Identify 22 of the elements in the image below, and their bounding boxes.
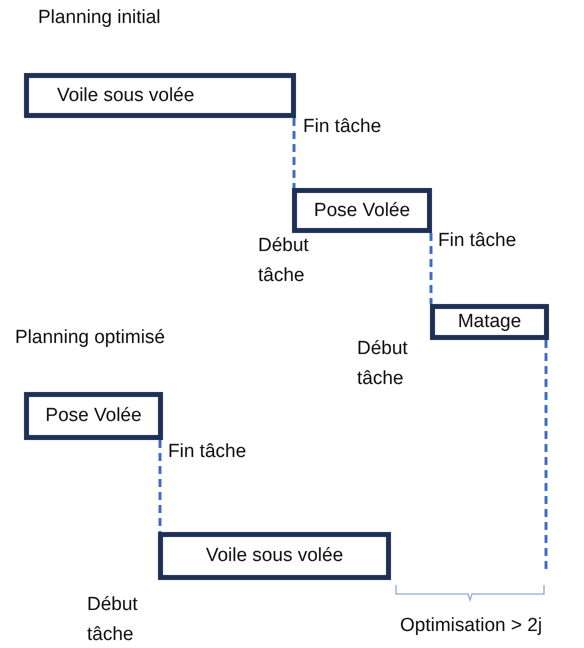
task-name: Pose Volée: [45, 405, 142, 427]
milestone-label: Début tâche: [87, 593, 139, 647]
task-box: [292, 188, 432, 233]
section-heading: Planning initial: [38, 6, 161, 30]
dashed-connector: [292, 118, 296, 188]
task-name: Voile sous volée: [206, 545, 344, 567]
milestone-label: Fin tâche: [168, 440, 246, 464]
milestone-label: Début tâche: [258, 234, 310, 288]
dashed-connector: [158, 440, 162, 532]
milestone-label: Début tâche: [357, 337, 409, 391]
milestone-label: Fin tâche: [303, 115, 382, 139]
dashed-connector: [430, 233, 432, 304]
task-box: [24, 73, 296, 118]
task-name: Voile sous volée: [57, 84, 194, 106]
milestone-label: Fin tâche: [438, 229, 516, 253]
task-box: [430, 304, 549, 340]
task-box: [158, 532, 391, 580]
task-name: Matage: [458, 311, 522, 333]
section-heading: Planning optimisé: [15, 326, 165, 350]
task-name: Pose Volée: [314, 200, 410, 222]
task-box: [24, 392, 163, 440]
gain-label: Optimisation > 2j: [400, 614, 542, 638]
